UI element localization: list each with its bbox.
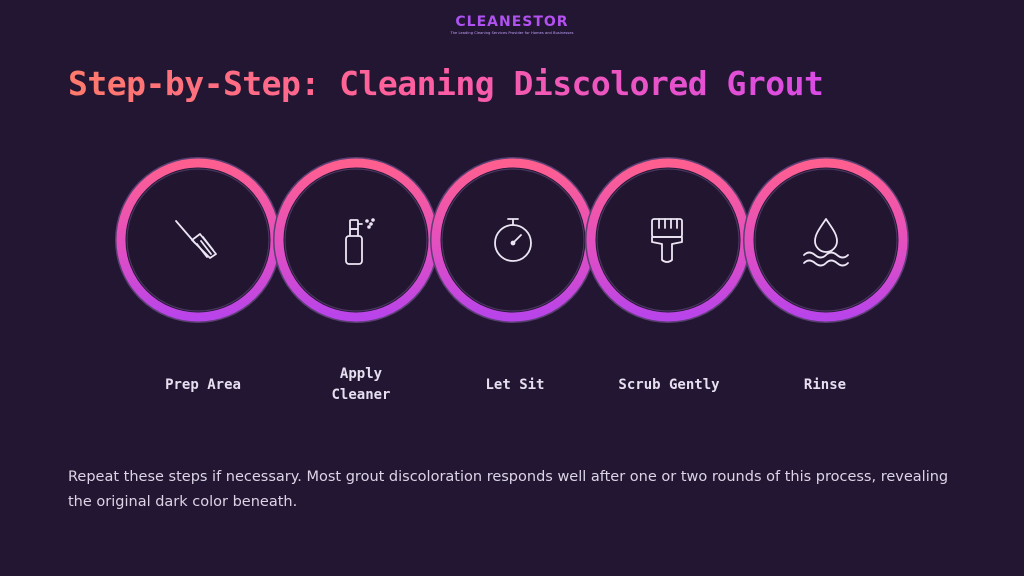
paint-brush-icon [651, 218, 683, 263]
step-inner-edge [126, 168, 270, 312]
step-label-prep-area: Prep Area [165, 377, 241, 393]
stopwatch-icon [494, 218, 532, 262]
step-inner-edge [596, 168, 740, 312]
step-circle [431, 158, 595, 322]
brand-logo: CLEANESTOR The Leading Cleaning Services… [0, 14, 1024, 35]
step-inner-edge [441, 168, 585, 312]
step-circle [586, 158, 750, 322]
water-drop-icon [803, 218, 849, 267]
step-circle [116, 158, 280, 322]
page-title: Step-by-Step: Cleaning Discolored Grout [68, 64, 824, 103]
step-inner-edge [284, 168, 428, 312]
broom-icon [175, 220, 217, 259]
brand-tagline: The Leading Cleaning Services Provider f… [450, 31, 574, 35]
step-label-scrub-gently: Scrub Gently [618, 377, 720, 393]
brand-name: CLEANESTOR [0, 14, 1024, 30]
step-inner-edge [754, 168, 898, 312]
step-label-let-sit: Let Sit [485, 377, 545, 393]
step-label-apply-cleaner: Apply Cleaner [331, 366, 391, 403]
footer-note: Repeat these steps if necessary. Most gr… [68, 469, 949, 510]
step-circle [274, 158, 438, 322]
step-circle [744, 158, 908, 322]
step-ring-edge [743, 157, 909, 323]
step-label-rinse: Rinse [803, 377, 847, 393]
spray-bottle-icon [345, 218, 375, 265]
